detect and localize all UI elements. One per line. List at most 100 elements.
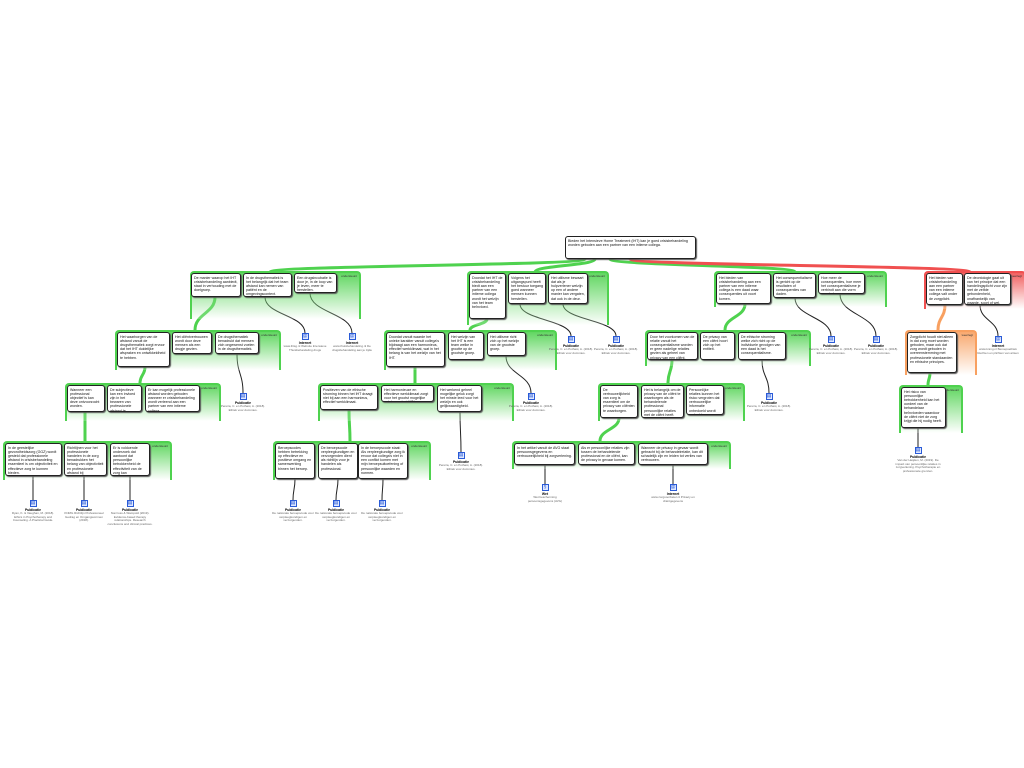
claim-box[interactable]: Doordat het IHT de crisisbehandeling bie… [469,273,506,319]
source-reference: www.knmg.nl Beroepsethiek Rechten en pli… [977,347,1019,355]
group-relation-label: ondersteunt [537,333,553,337]
group-relation-label: ondersteunt [494,386,510,390]
claim-box[interactable]: Wanneer een professional objectief is ka… [67,385,105,412]
claim-box[interactable]: De drugsthematiek benadrukt dat mensen z… [215,332,259,354]
support-connector [598,417,621,442]
claim-box[interactable]: Door het voorkomen van de relatie vanuit… [647,332,698,360]
claim-box[interactable]: Het risico van persoonlijke betrokkenhei… [901,387,946,428]
book-icon: ▤ [827,336,835,343]
claim-box[interactable]: Een drugsincubatie is door je, in de loo… [294,273,337,293]
book-icon: ▤ [332,500,340,507]
claim-box[interactable]: Het werkend geheel mogelijke geluk zorgt… [437,385,482,412]
group-relation-label: weerlegt [1010,274,1022,278]
source-type: Publicatie [284,508,302,512]
book-icon: ▤ [239,393,247,400]
claim-box[interactable]: Het consequentialisme is gericht op de r… [773,273,816,298]
source-type: Internet [345,341,359,345]
source-reference: Ryan, K. & Vaughan, M. (2018). Ethics in… [11,511,55,523]
claim-box[interactable]: De subjectieve kan een invloed zijn in h… [107,385,142,412]
claim-box[interactable]: Het bieden van crisisbehandeling aan een… [926,273,963,305]
source-reference: De nationale beroepscode voor verpleegku… [272,511,314,523]
source-type: Publicatie [75,508,93,512]
claim-box[interactable]: Beroepscodes hebben betrekking op effect… [275,443,315,479]
source-connector [979,304,999,337]
source-type: Publicatie [327,508,345,512]
claim-box[interactable]: Hoe meer de consequenties, hoe meer het … [818,273,865,294]
source-type: Publicatie [562,344,580,348]
claim-box[interactable]: Het cliëntvertrouwen wordt door deze men… [172,332,212,354]
source-type: Publicatie [909,455,927,459]
claim-box[interactable]: In de drugsthematiek is het belangrijk d… [243,273,292,297]
claim-box[interactable]: Het waarborgen van de afstand vanuit de … [117,332,170,367]
claim-box[interactable]: De privacy van een cliënt hoort zich op … [700,332,735,360]
source-type: Publicatie [121,508,139,512]
source-reference: Van der Heijden, M. (2019). De impact va… [895,458,941,473]
source-reference: KNMG Richtlijn Professioneel Gedrag en O… [64,511,104,523]
book-icon: ▤ [126,500,134,507]
source-reference: www.thuisbehandeling.nl De drugsbehandel… [332,344,372,352]
book-icon: ▤ [29,500,37,507]
claim-box[interactable]: De deontologie gaat uit van het principe… [964,273,1011,305]
claim-box[interactable]: In het artikel vanuit de AVG staat perso… [514,443,575,465]
claim-box[interactable]: In de geestelijke gezondheidszorg (GGZ) … [5,443,62,476]
claim-box[interactable]: Het is belangrijk om de privacy van de c… [641,385,684,418]
claim-box[interactable]: Het harmonieuze en effectieve werkklimaa… [381,385,434,402]
source-reference: Pereira, C. en Pothast, A. (2018). Ethie… [508,404,554,412]
claim-box[interactable]: Het utilisme richt zich op het welzijn v… [487,332,526,356]
source-connector [292,478,296,501]
book-icon: ▤ [378,500,386,507]
claim-box[interactable]: Er kan mogelijk professionele afstand wo… [145,385,200,412]
claim-box[interactable]: In de beroepscode staat: Als verpleegkun… [358,443,408,479]
claim-box[interactable]: Doordat vanuit waarde het unieke karakte… [386,332,445,367]
source-type: Publicatie [452,460,470,464]
group-relation-label: ondersteunt [411,444,427,448]
claim-box[interactable]: De manier waarop het IHT crisisbehandeli… [191,273,241,297]
claim-box[interactable]: Wanneer de privacy in gevaar wordt gebra… [638,443,708,465]
source-reference: Pereira, C. en Pothast, A. (2018). Ethie… [438,463,484,471]
group-relation-label: ondersteunt [711,444,727,448]
claim-box[interactable]: Het welzijn van het IHT is een team welk… [448,332,484,360]
book-icon: ▤ [567,336,575,343]
support-connector [533,257,597,274]
claim-box[interactable]: Positieven van de ethische stroming binn… [320,385,378,410]
claim-box[interactable]: Volgens het uitgangspunt heeft het bestu… [508,273,546,304]
claim-box[interactable]: De ethische stroming welke zich richt op… [738,332,786,360]
group-relation-label: ondersteunt [725,386,741,390]
claim-box[interactable]: Richtlijnen voor het professionele hande… [64,443,107,476]
support-connector [268,257,587,274]
support-connector [723,303,747,331]
claim-box[interactable]: Er is voldoende onderzoek dat aantoont d… [110,443,150,476]
claim-box[interactable]: De vertrouwelijkheid van zorg is essenti… [600,385,638,418]
group-relation-label: ondersteunt [791,333,807,337]
claim-box[interactable]: Het utilisme bewaart dat als je hulpverl… [548,273,588,304]
claim-box[interactable]: Het bieden van crisisbehandeling aan een… [716,273,771,304]
claim-box[interactable]: De beroepscode verpleegkundigen en verzo… [318,443,358,479]
claim-box[interactable]: Zorgplicht houdt niet alleen in dat zorg… [907,332,957,373]
claim-box[interactable]: Persoonlijke relaties kunnen het risico … [686,385,724,415]
root-claim[interactable]: Bieden het Intensieve Home Treatment (IH… [565,236,696,259]
book-icon: ▤ [612,336,620,343]
book-icon: ▤ [872,336,880,343]
source-type: Wet [541,492,549,496]
claim-box[interactable]: Als er persoonlijke relaties zijn tussen… [578,443,635,465]
